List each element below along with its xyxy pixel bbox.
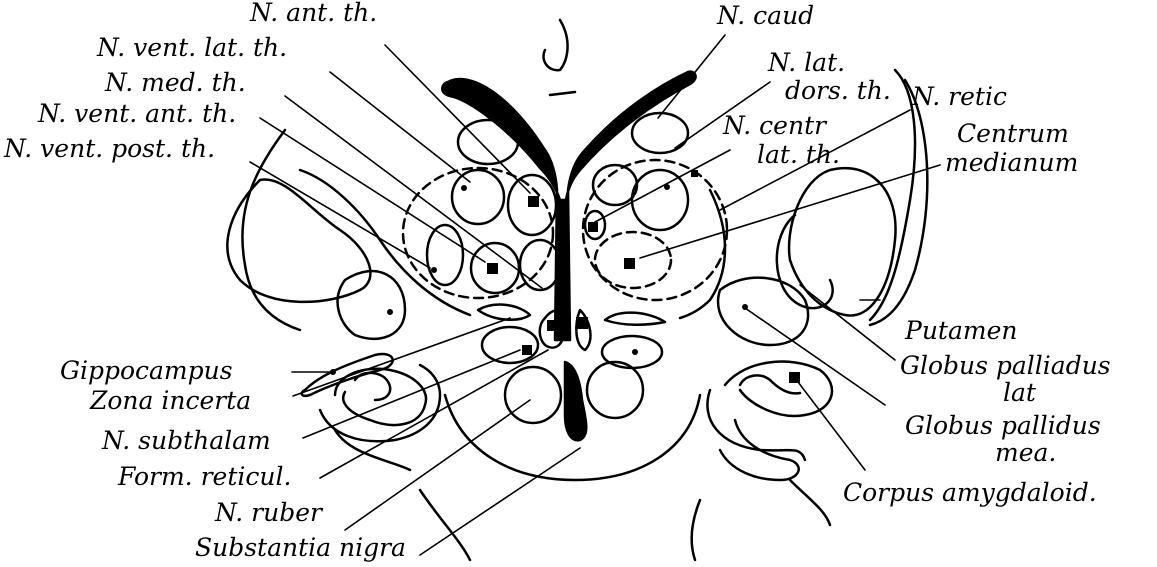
left-nucleus-e: [520, 240, 560, 290]
label-n-vent-post-th: N. vent. post. th.: [4, 136, 215, 162]
left-amygdala-coil-2: [355, 373, 390, 400]
left-teardrop: [576, 310, 590, 350]
right-sub-a: [605, 313, 665, 325]
label-n-lat-dors-th-1: N. lat.: [768, 50, 845, 76]
midbrain-lower-right: [692, 500, 700, 560]
label-putamen: Putamen: [905, 318, 1017, 344]
label-n-ruber: N. ruber: [215, 500, 322, 526]
label-form-reticul: Form. reticul.: [118, 464, 291, 490]
label-corpus-amygdaloid: Corpus amygdaloid.: [843, 480, 1097, 506]
label-globus-pallidus-med-2: mea.: [995, 440, 1056, 466]
leader-lines: [250, 35, 940, 555]
right-nucleus-b: [632, 170, 688, 230]
label-centrum-medianum-2: medianum: [945, 150, 1078, 176]
right-amygdala: [725, 362, 832, 416]
right-hippocampus-tail: [790, 480, 830, 525]
right-putamen: [789, 168, 895, 315]
left-ant-nucleus-top: [458, 120, 518, 164]
label-globus-pallidus-med-1: Globus pallidus: [905, 413, 1101, 439]
aqueduct: [565, 362, 586, 440]
left-sub-a: [478, 305, 530, 320]
label-n-ant-th: N. ant. th.: [250, 0, 377, 26]
midline-curl: [543, 20, 567, 70]
label-n-vent-ant-th: N. vent. ant. th.: [38, 101, 236, 127]
left-outer-curve: [242, 130, 300, 330]
label-n-vent-lat-th: N. vent. lat. th.: [97, 35, 287, 61]
left-pallidus: [338, 271, 405, 339]
right-ant-nucleus-top: [632, 113, 688, 153]
left-amygdala-outer: [320, 365, 440, 441]
label-n-caud: N. caud: [717, 3, 814, 29]
right-pallidus: [718, 278, 808, 345]
left-ruber: [505, 367, 561, 423]
left-nucleus-a: [452, 170, 504, 224]
left-amygdala-coil: [335, 369, 426, 425]
left-nucleus-c: [427, 225, 463, 285]
label-n-med-th: N. med. th.: [105, 70, 246, 96]
label-globus-pallidus-lat-1: Globus palliadus: [900, 353, 1111, 379]
label-centrum-medianum-1: Centrum: [957, 121, 1069, 147]
label-zona-incerta: Zona incerta: [90, 388, 251, 414]
label-n-lat-dors-th-2: dors. th.: [785, 78, 891, 104]
right-ruber: [587, 362, 643, 418]
label-n-centr-lat-th-1: N. centr: [723, 113, 826, 139]
label-n-centr-lat-th-2: lat. th.: [757, 142, 840, 168]
label-gippocampus: Gippocampus: [60, 358, 233, 384]
right-outer-curve: [870, 70, 915, 320]
label-n-subthalam: N. subthalam: [102, 428, 271, 454]
midline-tick: [550, 92, 575, 95]
label-globus-pallidus-lat-2: lat: [1003, 380, 1036, 406]
left-internal-capsule: [300, 170, 470, 315]
label-substantia-nigra: Substantia nigra: [195, 535, 406, 561]
right-amygdala-outer: [707, 390, 805, 460]
right-putamen-inner: [777, 215, 833, 308]
label-n-retic: N. retic: [912, 84, 1007, 110]
